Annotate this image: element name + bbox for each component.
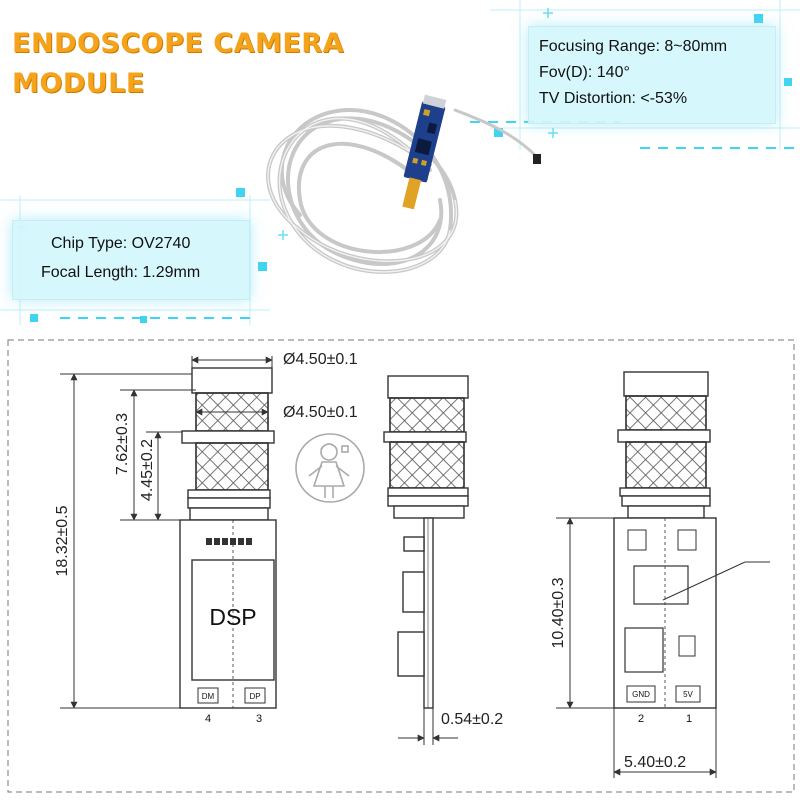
pin-4: 4 — [205, 713, 211, 725]
title-line-2: MODULE — [12, 68, 145, 99]
dim-lens-body-height: 4.45±0.2 — [139, 439, 156, 501]
front-dimensions — [60, 356, 273, 709]
connector-pads — [206, 538, 252, 545]
dim-board-width: 5.40±0.2 — [624, 754, 686, 771]
side-view — [383, 375, 469, 709]
dim-lens-height: 7.62±0.3 — [114, 413, 131, 475]
label-dsp: DSP — [209, 604, 256, 630]
pad-dm: DM — [202, 692, 215, 701]
dim-lens-diameter-mid: Ø4.50±0.1 — [283, 404, 358, 421]
side-dimensions — [398, 708, 458, 745]
spec-focusing-range: Focusing Range: 8~80mm — [539, 38, 728, 55]
drawing-frame — [7, 339, 795, 793]
tech-glow-dots — [30, 14, 792, 323]
pad-5v: 5V — [683, 690, 693, 699]
front-view — [179, 367, 277, 709]
dim-total-length: 18.32±0.5 — [54, 505, 71, 576]
dim-board-length: 10.40±0.3 — [550, 577, 567, 648]
dim-board-thickness: 0.54±0.2 — [441, 711, 503, 728]
pin-2: 2 — [638, 713, 644, 725]
orientation-figure-icon — [295, 433, 365, 503]
cable-coil-highlight — [267, 117, 458, 273]
back-view — [613, 371, 770, 709]
cable-connector — [533, 154, 541, 164]
product-photo — [266, 94, 541, 274]
pin-1: 1 — [686, 713, 692, 725]
pad-gnd: GND — [632, 690, 650, 699]
pad-dp: DP — [249, 692, 260, 701]
title-line-1: ENDOSCOPE CAMERA — [12, 28, 344, 59]
dim-lens-diameter-top: Ø4.50±0.1 — [283, 351, 358, 368]
spec-fov: Fov(D): 140° — [539, 64, 630, 81]
spec-chip-type: Chip Type: OV2740 — [51, 235, 191, 252]
spec-box-chip: Chip Type: OV2740 Focal Length: 1.29mm — [12, 220, 250, 300]
tech-grid-lines — [0, 0, 800, 325]
spec-focal-length: Focal Length: 1.29mm — [41, 264, 201, 281]
spec-box-optics: Focusing Range: 8~80mm Fov(D): 140° TV D… — [528, 26, 776, 124]
spec-tv-distortion: TV Distortion: <-53% — [539, 90, 688, 107]
pcb-module — [402, 94, 447, 210]
back-dimensions — [556, 517, 717, 778]
pin-3: 3 — [256, 713, 262, 725]
